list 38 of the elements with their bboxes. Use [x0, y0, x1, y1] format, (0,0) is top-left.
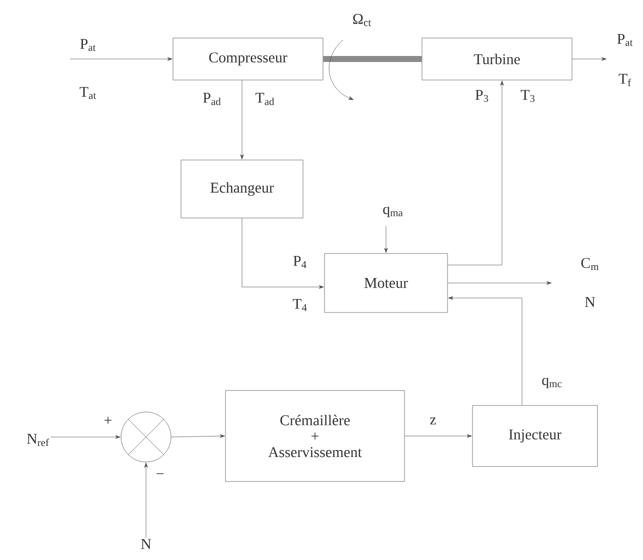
arrow — [448, 296, 522, 406]
signal-label: P$_{at}$ — [80, 38, 96, 52]
signal-label: T$_{f}$ — [618, 74, 632, 86]
signal-label: Ω$_{ct}$ — [353, 14, 372, 26]
process-box: Crémaillère + Asservissement — [225, 390, 405, 482]
arrow — [70, 57, 172, 61]
signal-label: C$_{m}$ — [581, 258, 599, 270]
signal-label: − — [156, 473, 164, 474]
arrow — [50, 435, 120, 439]
process-box: Compresseur — [172, 38, 324, 80]
signal-label: q$_{ma}$ — [383, 206, 403, 218]
process-box: Injecteur — [472, 405, 598, 467]
signal-label: P$_{3}$ — [475, 90, 488, 102]
arrow — [242, 218, 324, 289]
signal-label: q$_{mc}$ — [542, 378, 562, 388]
signal-label: P$_{at}$ — [617, 34, 633, 46]
summing-junction — [120, 412, 172, 462]
arrow — [448, 80, 504, 266]
shaft — [323, 56, 422, 62]
arrow — [384, 226, 388, 253]
signal-label: T$_{at}$ — [80, 86, 96, 100]
signal-label: + — [104, 416, 112, 424]
arrow — [404, 434, 472, 438]
signal-label: N — [585, 297, 596, 307]
edge-label: z — [430, 418, 436, 424]
arrow — [572, 57, 607, 61]
signal-label: T$_{ad}$ — [256, 92, 274, 106]
arrow — [448, 281, 552, 285]
process-box: Turbine — [422, 38, 572, 80]
signal-label: P$_{4}$ — [293, 256, 306, 268]
arrow — [144, 462, 148, 538]
arrow — [171, 434, 225, 438]
signal-label: N$_{ref}$ — [27, 434, 49, 446]
signal-label: N — [141, 539, 152, 549]
arrow — [240, 80, 244, 160]
process-box: Moteur — [324, 253, 448, 313]
signal-label: T$_{4}$ — [292, 299, 307, 311]
process-box: Echangeur — [180, 160, 304, 218]
